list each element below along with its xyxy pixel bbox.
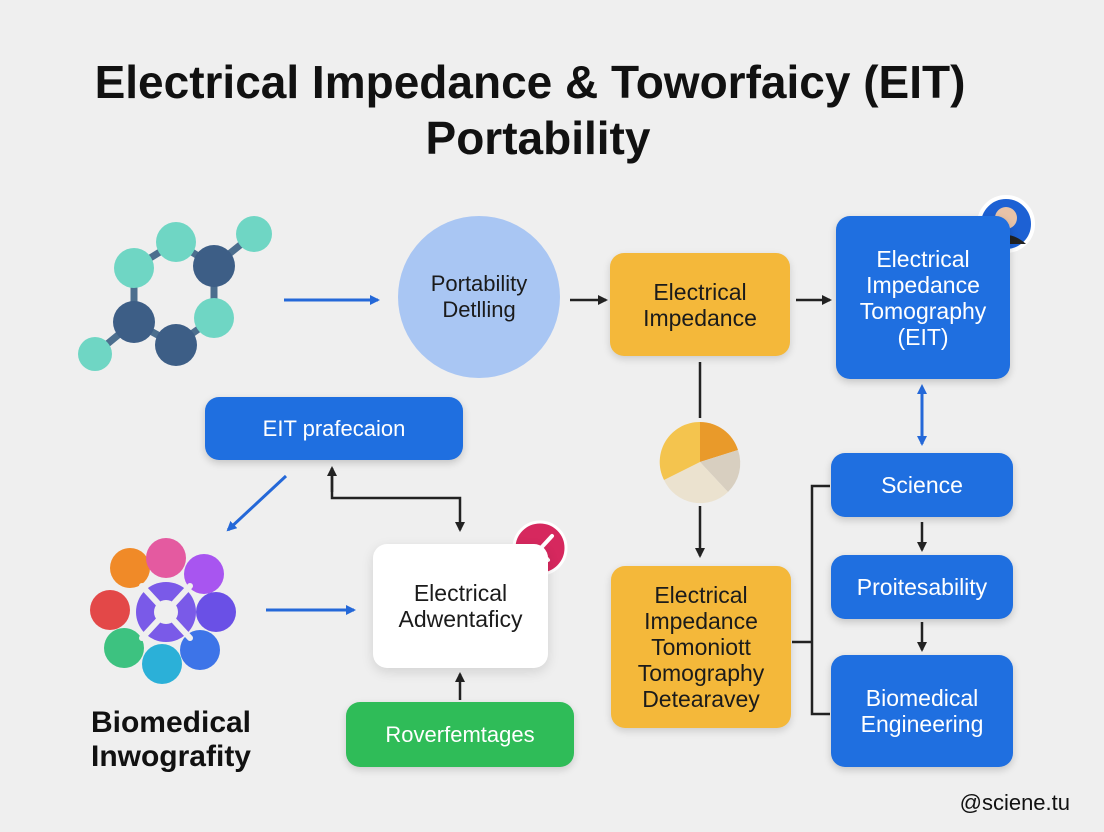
biomedical-logo-icon (90, 538, 236, 684)
watermark: @sciene.tu (959, 790, 1070, 815)
connector-prafecaion-adwentaficy (330, 470, 465, 532)
roverfemtages-node[interactable]: Roverfemtages (346, 702, 574, 767)
eit-node-label: Electrical Impedance Tomography (EIT) (859, 245, 987, 350)
page-title-line2: Portability (425, 112, 651, 164)
portability-circle-label: Portability Detlling (430, 271, 528, 322)
molecule-icon (78, 216, 272, 371)
science-node[interactable]: Science (831, 453, 1013, 517)
electrical-impedance-label: Electrical Impedance (643, 278, 757, 331)
electrical-impedance-node[interactable]: Electrical Impedance (610, 253, 790, 356)
page-title-line1: Electrical Impedance & Toworfaicy (EIT) (94, 56, 966, 108)
detearavey-label: Electrical Impedance Tomoniott Tomograph… (637, 582, 765, 712)
proitesability-label: Proitesability (856, 574, 988, 600)
science-label: Science (881, 472, 963, 498)
biomedical-engineering-node[interactable]: Biomedical Engineering (831, 655, 1013, 767)
roverfemtages-label: Roverfemtages (385, 721, 535, 747)
eit-node[interactable]: Electrical Impedance Tomography (EIT) (836, 216, 1010, 379)
portability-circle[interactable]: Portability Detlling (398, 216, 560, 378)
biomedical-inwografity-label: Biomedical Inwografity (90, 706, 252, 773)
biomedical-engineering-label: Biomedical Engineering (860, 685, 984, 737)
eit-prafecaion-node[interactable]: EIT prafecaion (205, 397, 463, 460)
bracket-right-column (810, 484, 830, 716)
proitesability-node[interactable]: Proitesability (831, 555, 1013, 619)
electrical-adwentaficy-label: Electrical Adwentaficy (398, 580, 523, 632)
electrical-adwentaficy-node[interactable]: Electrical Adwentaficy (373, 544, 548, 668)
eit-prafecaion-label: EIT prafecaion (262, 415, 406, 441)
detearavey-node[interactable]: Electrical Impedance Tomoniott Tomograph… (611, 566, 791, 728)
pie-chart-icon (659, 421, 741, 504)
arrow-prafecaion-to-logo (226, 474, 288, 532)
